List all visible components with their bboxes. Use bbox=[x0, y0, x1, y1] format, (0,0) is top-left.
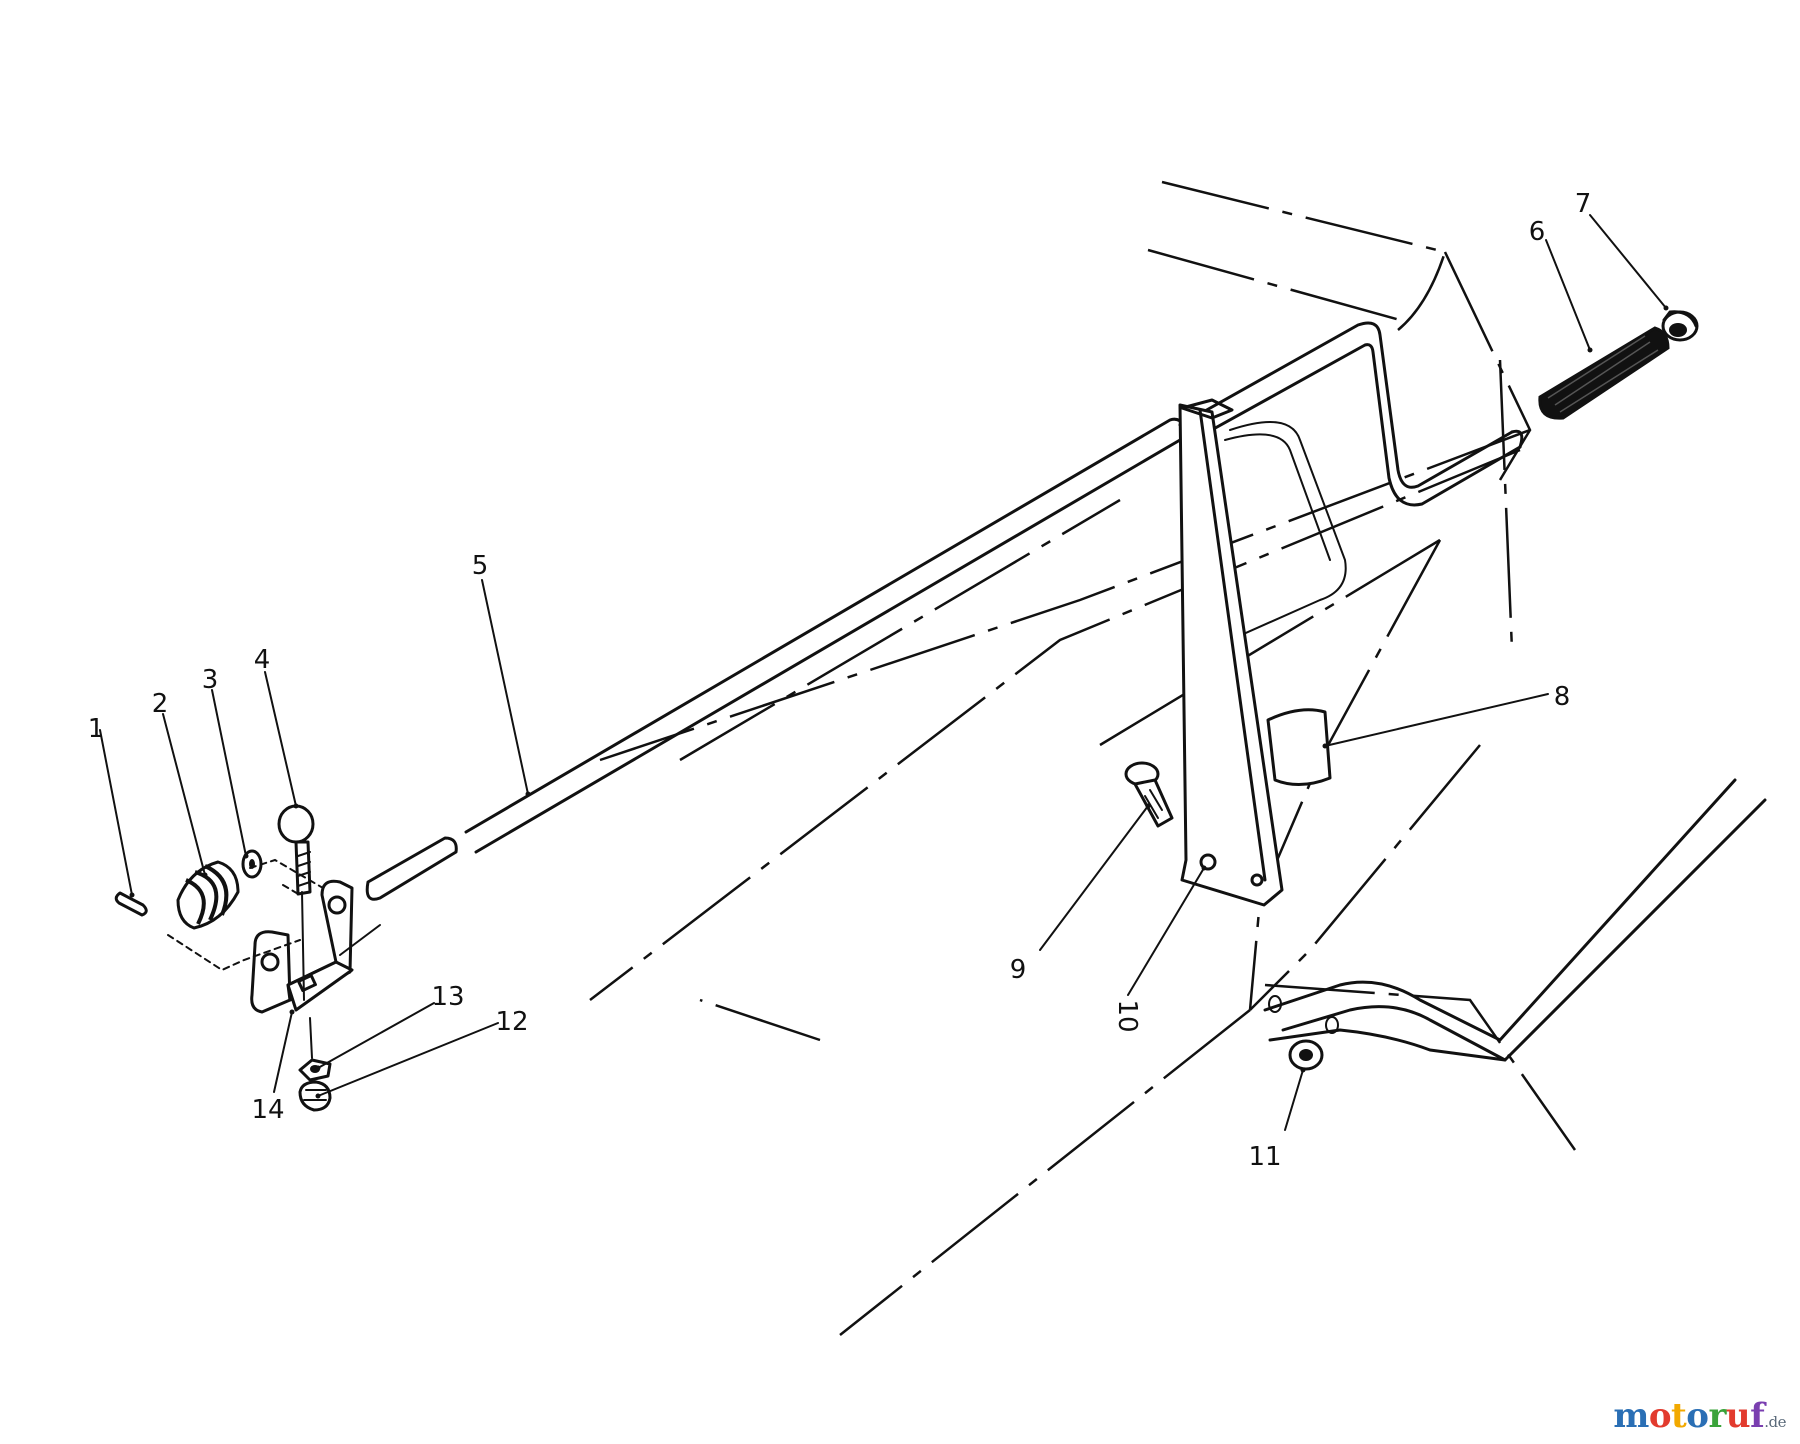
callout-leaders bbox=[99, 214, 1669, 1131]
callout-3: 3 bbox=[202, 665, 219, 695]
callout-11: 11 bbox=[1248, 1142, 1281, 1172]
callout-6: 6 bbox=[1529, 217, 1546, 247]
part-6-handle-grip bbox=[1538, 326, 1670, 420]
watermark-text: motoruf bbox=[1613, 1396, 1764, 1436]
watermark-letter: o bbox=[1648, 1396, 1672, 1436]
callout-14: 14 bbox=[251, 1095, 284, 1125]
watermark-letter: t bbox=[1671, 1396, 1687, 1436]
housing-phantom-outline bbox=[589, 180, 1577, 1336]
callout-2: 2 bbox=[152, 689, 169, 719]
callout-4: 4 bbox=[254, 645, 271, 675]
watermark-letter: r bbox=[1708, 1396, 1726, 1436]
watermark-letter: f bbox=[1750, 1396, 1765, 1436]
watermark-logo: motoruf.de bbox=[1613, 1396, 1786, 1436]
callout-1: 1 bbox=[88, 714, 105, 744]
part-2-spring bbox=[176, 860, 240, 930]
callout-13: 13 bbox=[431, 982, 464, 1012]
watermark-letter: u bbox=[1725, 1396, 1751, 1436]
callout-10: 10 bbox=[1112, 999, 1142, 1032]
watermark-letter: m bbox=[1613, 1396, 1649, 1436]
frame-rail bbox=[1263, 778, 1767, 1062]
part-5-lever-rod bbox=[365, 321, 1524, 901]
callout-labels: 1 2 3 4 5 6 7 8 9 10 11 12 13 14 bbox=[88, 189, 1592, 1172]
part-9-bolt bbox=[1124, 761, 1174, 828]
part-4-carriage-bolt bbox=[277, 804, 315, 896]
part-12-nut bbox=[298, 1080, 332, 1112]
callout-12: 12 bbox=[495, 1007, 528, 1037]
part-11-nut bbox=[1288, 1039, 1324, 1071]
part-10-support-bracket bbox=[1178, 398, 1284, 907]
housing-window-outline bbox=[1224, 421, 1347, 641]
watermark-suffix: .de bbox=[1764, 1413, 1786, 1431]
watermark-letter: o bbox=[1686, 1396, 1709, 1436]
frame-hole bbox=[1325, 1016, 1339, 1034]
frame-hole bbox=[1268, 995, 1282, 1013]
callout-9: 9 bbox=[1010, 955, 1027, 985]
callout-8: 8 bbox=[1554, 682, 1571, 712]
callout-5: 5 bbox=[472, 551, 489, 581]
part-7-end-cap bbox=[1661, 310, 1699, 342]
callout-7: 7 bbox=[1575, 189, 1592, 219]
part-1-pin bbox=[114, 891, 148, 917]
part-8-decal bbox=[1266, 708, 1332, 786]
assembly-alignment-lines bbox=[167, 858, 381, 1059]
